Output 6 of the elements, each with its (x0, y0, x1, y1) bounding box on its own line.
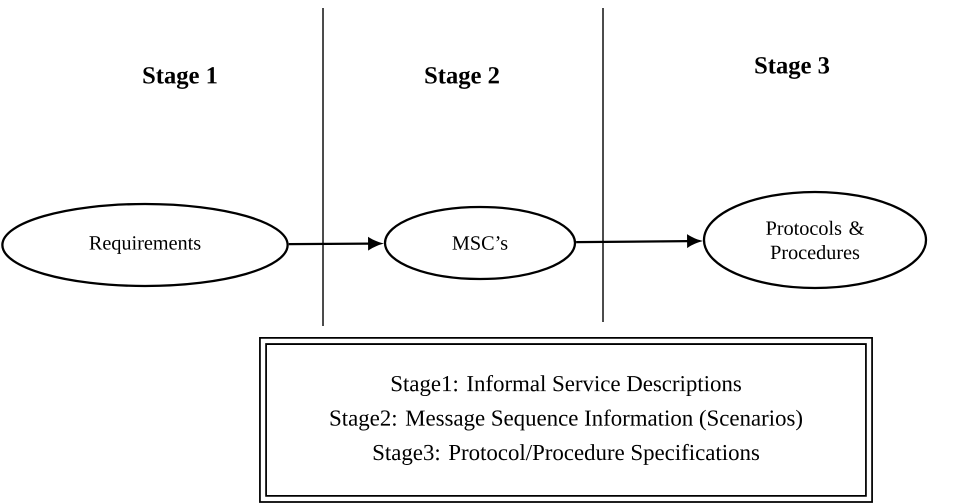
arrow (576, 235, 700, 248)
stage-heading: Stage 1 (143, 67, 217, 89)
arrow (288, 238, 381, 250)
description-box: Stage1: Informal Service Descriptions Stage2: Message Sequence Information (Scenarios) Stage3: Protocol/Procedure Specifications (259, 337, 873, 503)
stage-heading: Stage 2 (425, 67, 499, 89)
stage-heading: Stage 3 (755, 57, 830, 79)
